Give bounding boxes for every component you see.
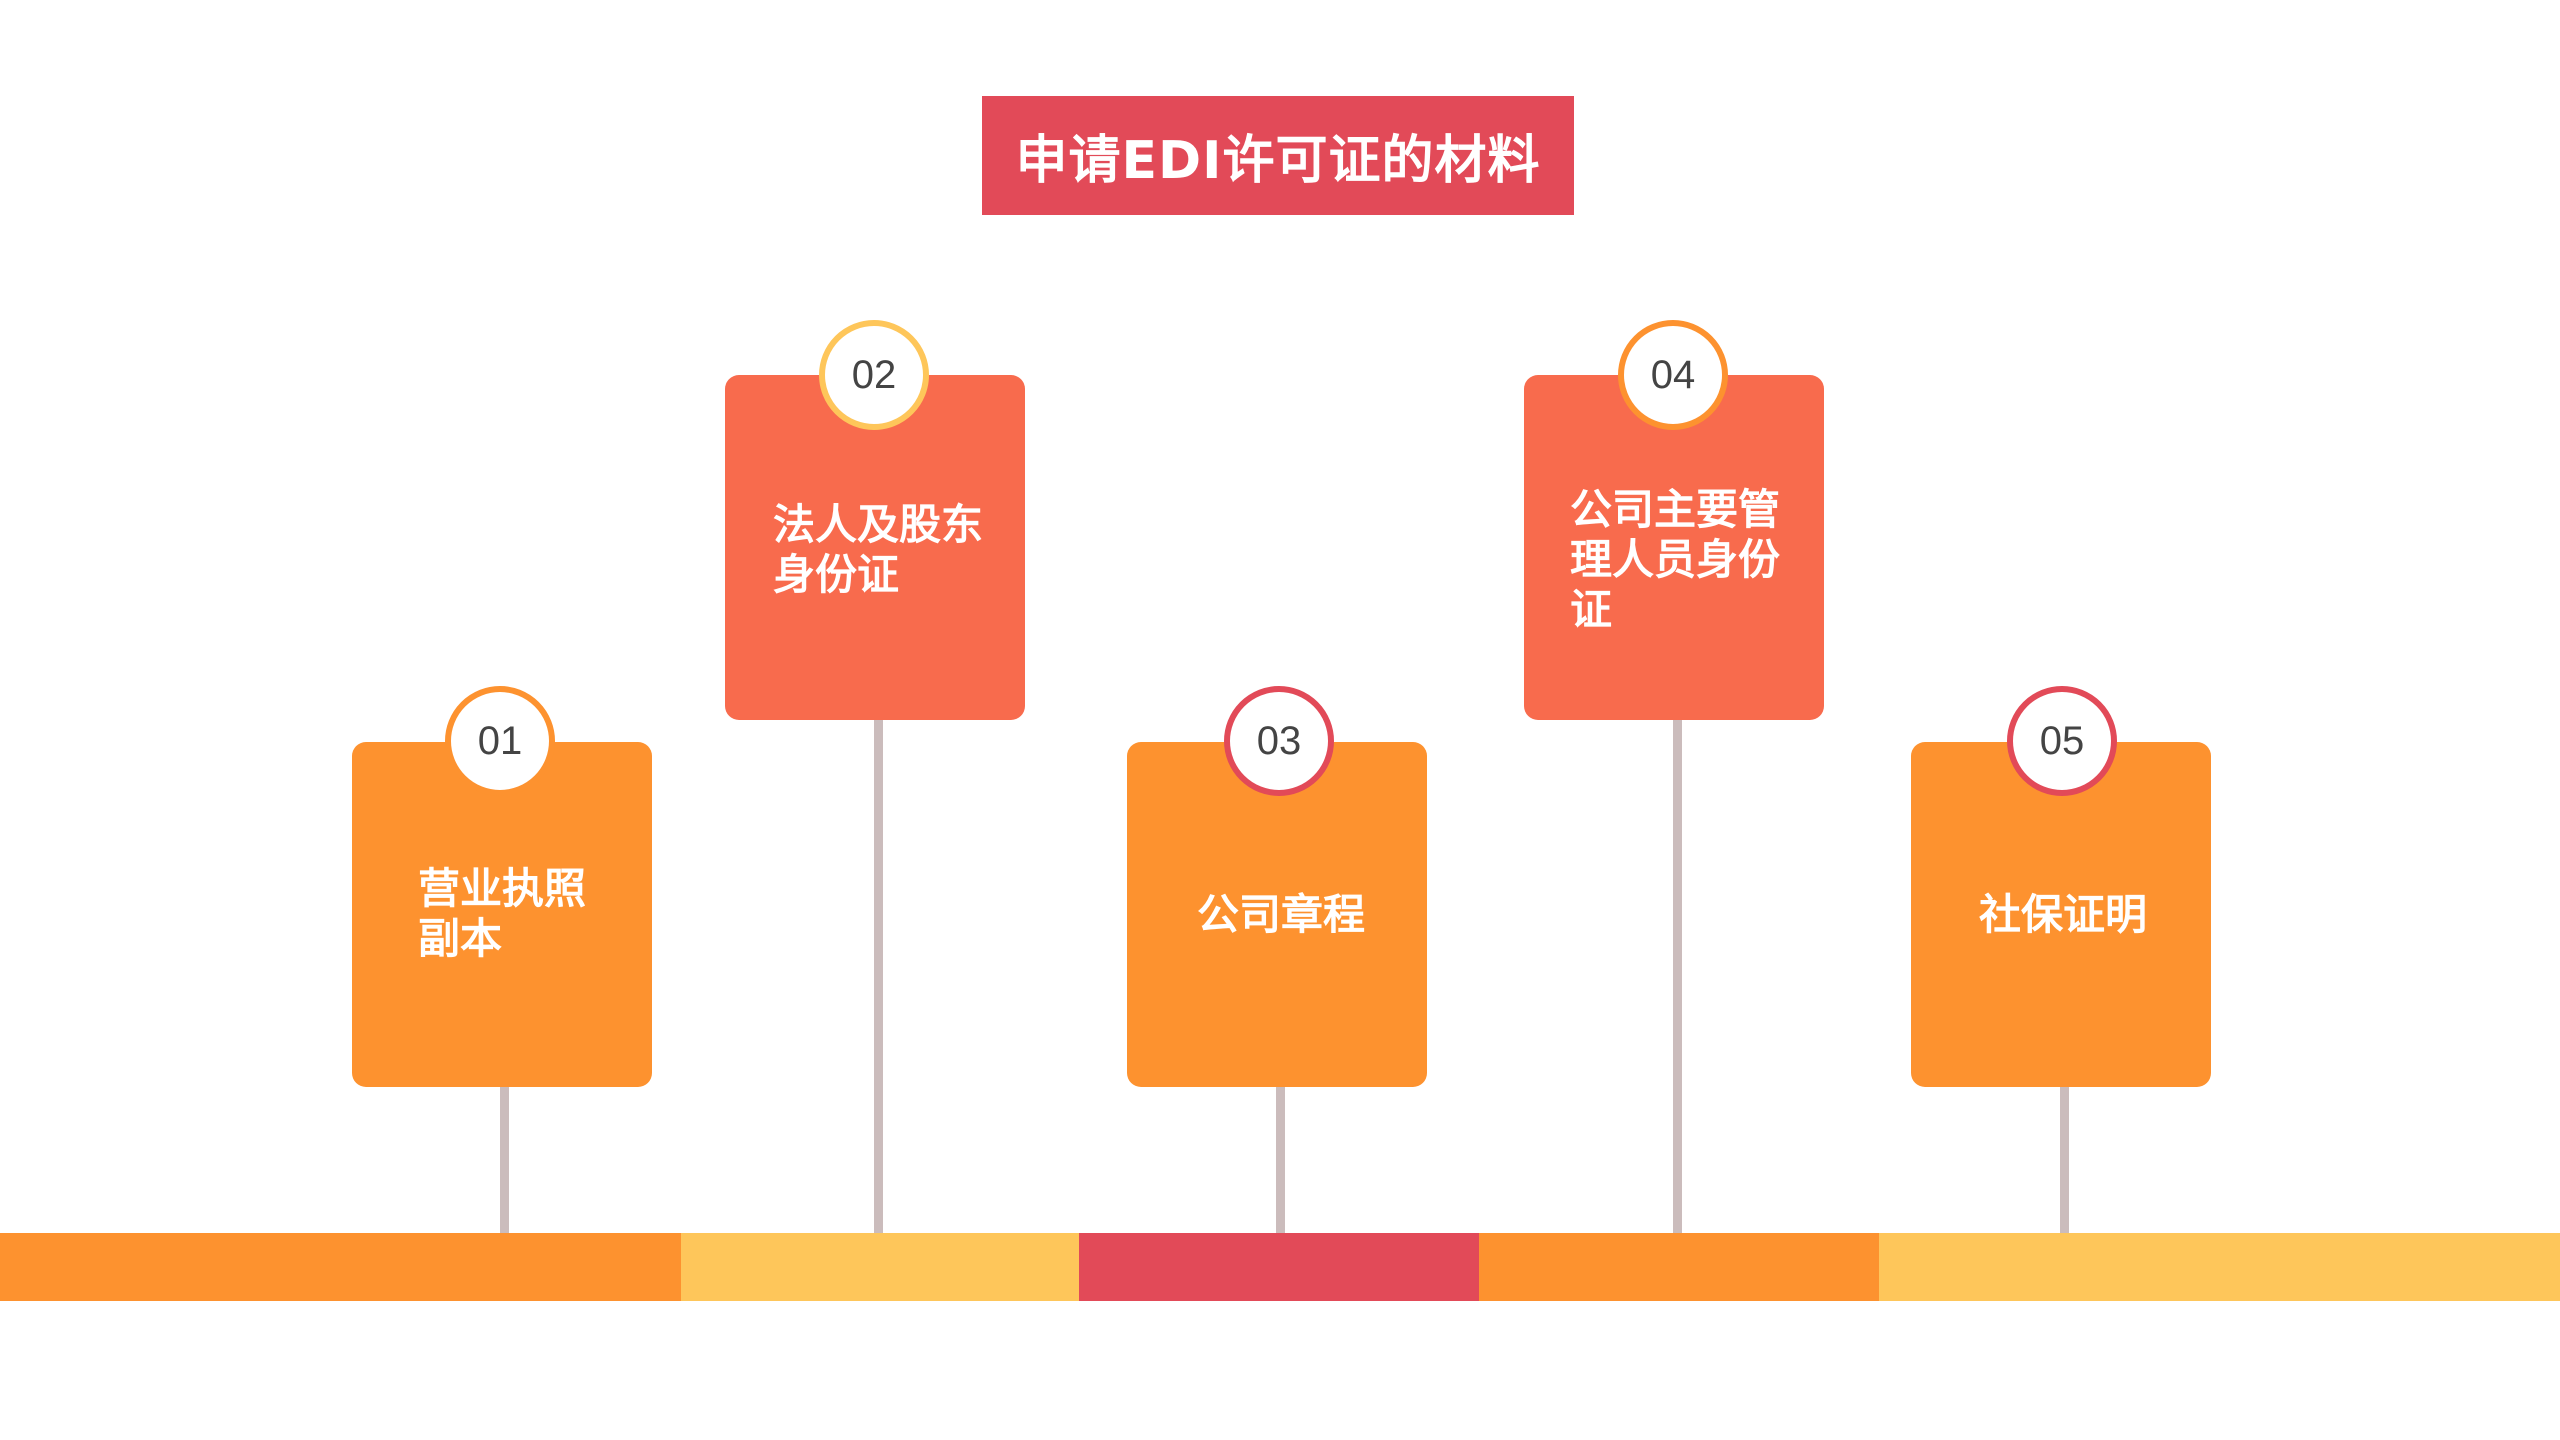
- step-5-number: 05: [2039, 718, 2085, 763]
- timeline-bar-segment-4: [1479, 1233, 1879, 1301]
- pole-4: [1673, 718, 1682, 1233]
- timeline-bar-segment-2: [681, 1233, 1079, 1301]
- step-badge-1: 01: [445, 686, 555, 796]
- timeline-bar-segment-3: [1079, 1233, 1479, 1301]
- timeline-bar-segment-5: [1879, 1233, 2560, 1301]
- step-5-text: 社保证明: [1979, 890, 2148, 939]
- step-card-1: 营业执照 副本: [352, 742, 652, 1087]
- step-card-5: 社保证明: [1911, 742, 2211, 1087]
- step-4-text: 公司主要管 理人员身份 证: [1570, 485, 1781, 634]
- pole-3: [1276, 1085, 1285, 1233]
- step-3-number: 03: [1256, 718, 1302, 763]
- step-2-number: 02: [851, 352, 897, 397]
- step-badge-2: 02: [819, 320, 929, 430]
- step-badge-4: 04: [1618, 320, 1728, 430]
- step-card-2: 法人及股东 身份证: [725, 375, 1025, 720]
- title-banner: 申请EDI许可证的材料: [982, 96, 1574, 215]
- timeline-bar-segment-1: [0, 1233, 681, 1301]
- step-card-4: 公司主要管 理人员身份 证: [1524, 375, 1824, 720]
- page-title: 申请EDI许可证的材料: [1015, 131, 1541, 191]
- pole-2: [874, 718, 883, 1233]
- step-2-text: 法人及股东 身份证: [773, 500, 984, 599]
- step-1-number: 01: [477, 718, 523, 763]
- step-badge-3: 03: [1224, 686, 1334, 796]
- step-card-3: 公司章程: [1127, 742, 1427, 1087]
- step-1-text: 营业执照 副本: [418, 864, 587, 963]
- pole-1: [500, 1085, 509, 1233]
- pole-5: [2060, 1085, 2069, 1233]
- step-4-number: 04: [1650, 352, 1696, 397]
- step-3-text: 公司章程: [1197, 890, 1366, 939]
- step-badge-5: 05: [2007, 686, 2117, 796]
